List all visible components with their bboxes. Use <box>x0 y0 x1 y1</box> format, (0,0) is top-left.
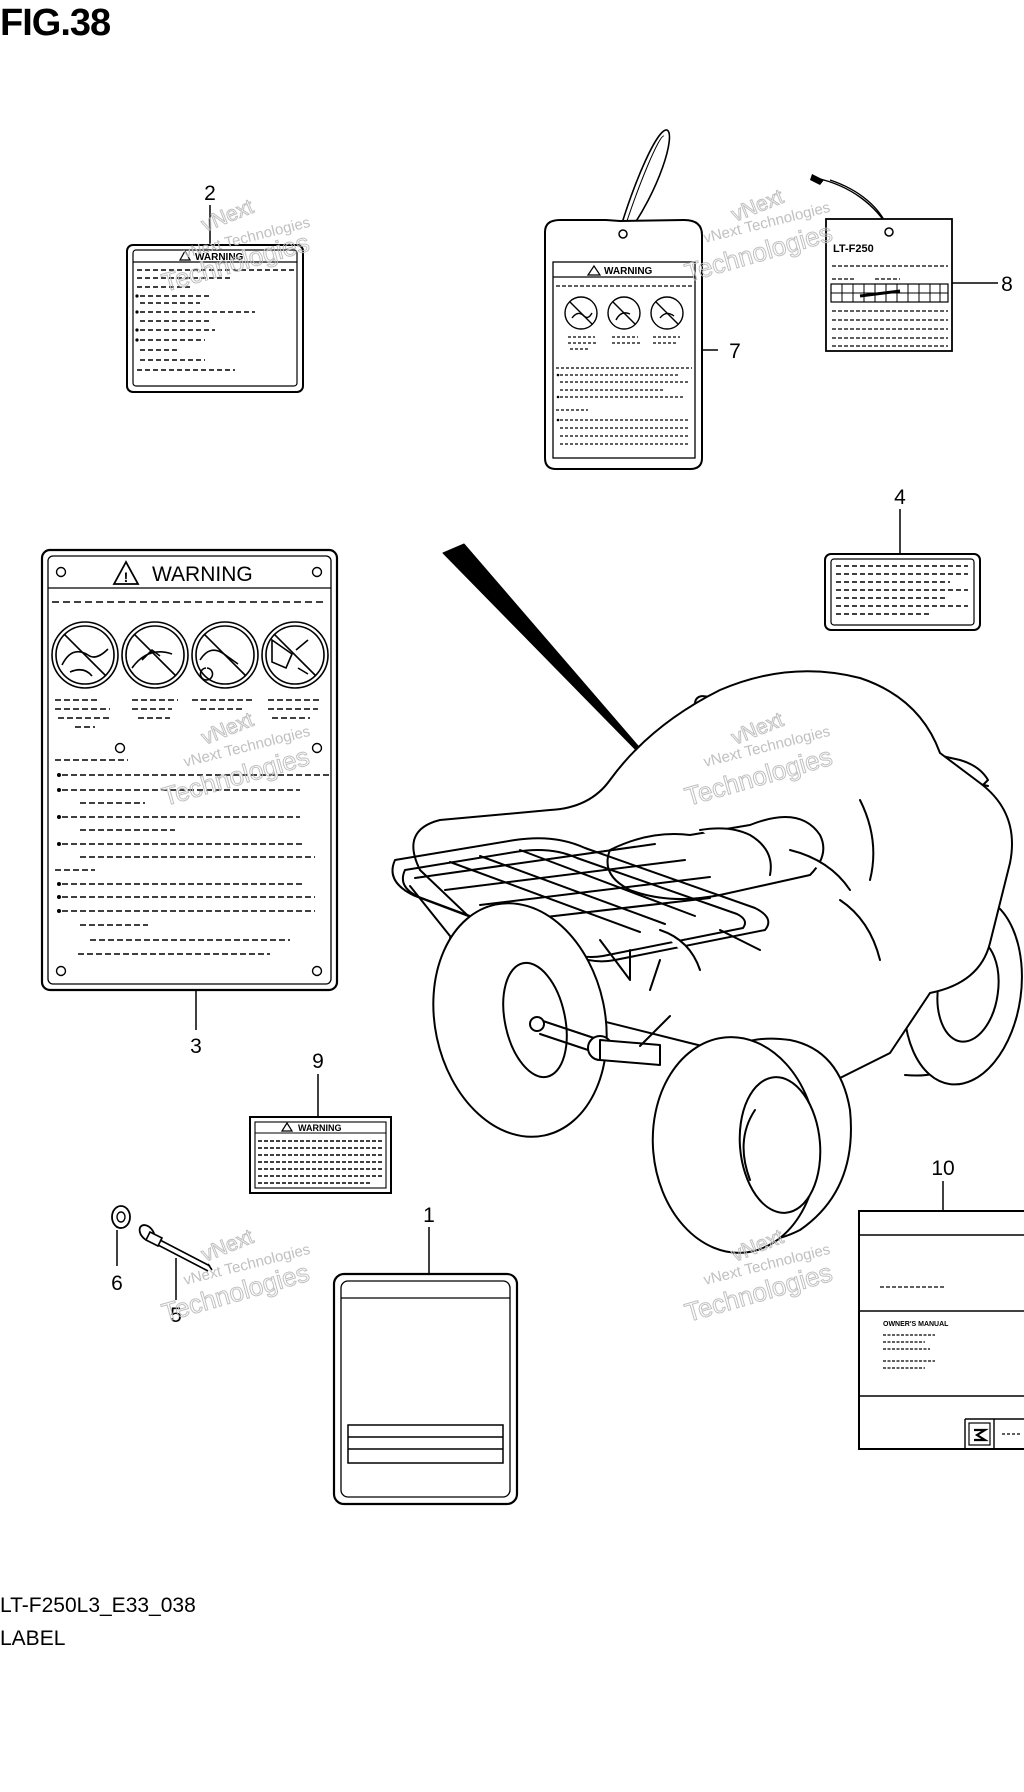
warning-triangle-icon <box>586 264 602 276</box>
warning-triangle-icon <box>112 560 140 585</box>
warning-label-2[interactable]: WARNING <box>126 244 304 393</box>
rivet-5[interactable] <box>137 1222 213 1272</box>
prohibit-icon-d <box>261 621 329 689</box>
callout-7[interactable]: 7 <box>729 340 741 363</box>
warning-label-3[interactable]: ! WARNING <box>40 548 339 992</box>
washer-6[interactable] <box>111 1205 131 1229</box>
label-4[interactable] <box>824 553 981 631</box>
prohibit-icon-a <box>51 621 119 689</box>
diagram-name: LABEL <box>0 1627 66 1650</box>
callout-2[interactable]: 2 <box>204 182 216 205</box>
suzuki-logo-icon <box>968 1422 991 1446</box>
label-2-heading: WARNING <box>195 252 244 263</box>
callout-8[interactable]: 8 <box>1001 273 1013 296</box>
diagram-code: LT-F250L3_E33_038 <box>0 1594 196 1617</box>
model-tag-text: LT-F250 <box>833 243 874 255</box>
callout-5[interactable]: 5 <box>170 1304 182 1327</box>
label-7-heading: WARNING <box>604 266 653 277</box>
warning-triangle-icon <box>178 249 192 261</box>
prohibit-icon-c <box>191 621 259 689</box>
figure-title: FIG.38 <box>0 2 111 44</box>
model-tag-8[interactable]: LT-F250 <box>810 174 953 352</box>
callout-6[interactable]: 6 <box>111 1272 123 1295</box>
label-1[interactable] <box>332 1272 519 1506</box>
prohibit-icon-b <box>121 621 189 689</box>
owners-manual-text: OWNER'S MANUAL <box>883 1321 949 1328</box>
prohibit-icon-3 <box>650 296 684 330</box>
callout-3[interactable]: 3 <box>190 1035 202 1058</box>
label-9-heading: WARNING <box>298 1123 342 1133</box>
svg-text:!: ! <box>124 569 129 585</box>
callout-9[interactable]: 9 <box>312 1050 324 1073</box>
prohibit-icon-2 <box>607 296 641 330</box>
callout-1[interactable]: 1 <box>423 1204 435 1227</box>
warning-tag-7[interactable]: WARNING <box>544 129 703 470</box>
location-pointer <box>442 543 684 799</box>
owners-manual-10[interactable]: OWNER'S MANUAL <box>858 1210 1024 1450</box>
atv-illustration <box>391 543 1023 1254</box>
warning-label-9[interactable]: WARNING <box>249 1116 392 1194</box>
prohibit-icon-1 <box>564 296 598 330</box>
callout-4[interactable]: 4 <box>894 486 906 509</box>
label-3-heading: WARNING <box>152 563 253 586</box>
callout-10[interactable]: 10 <box>931 1157 954 1180</box>
warning-triangle-icon <box>280 1121 294 1132</box>
